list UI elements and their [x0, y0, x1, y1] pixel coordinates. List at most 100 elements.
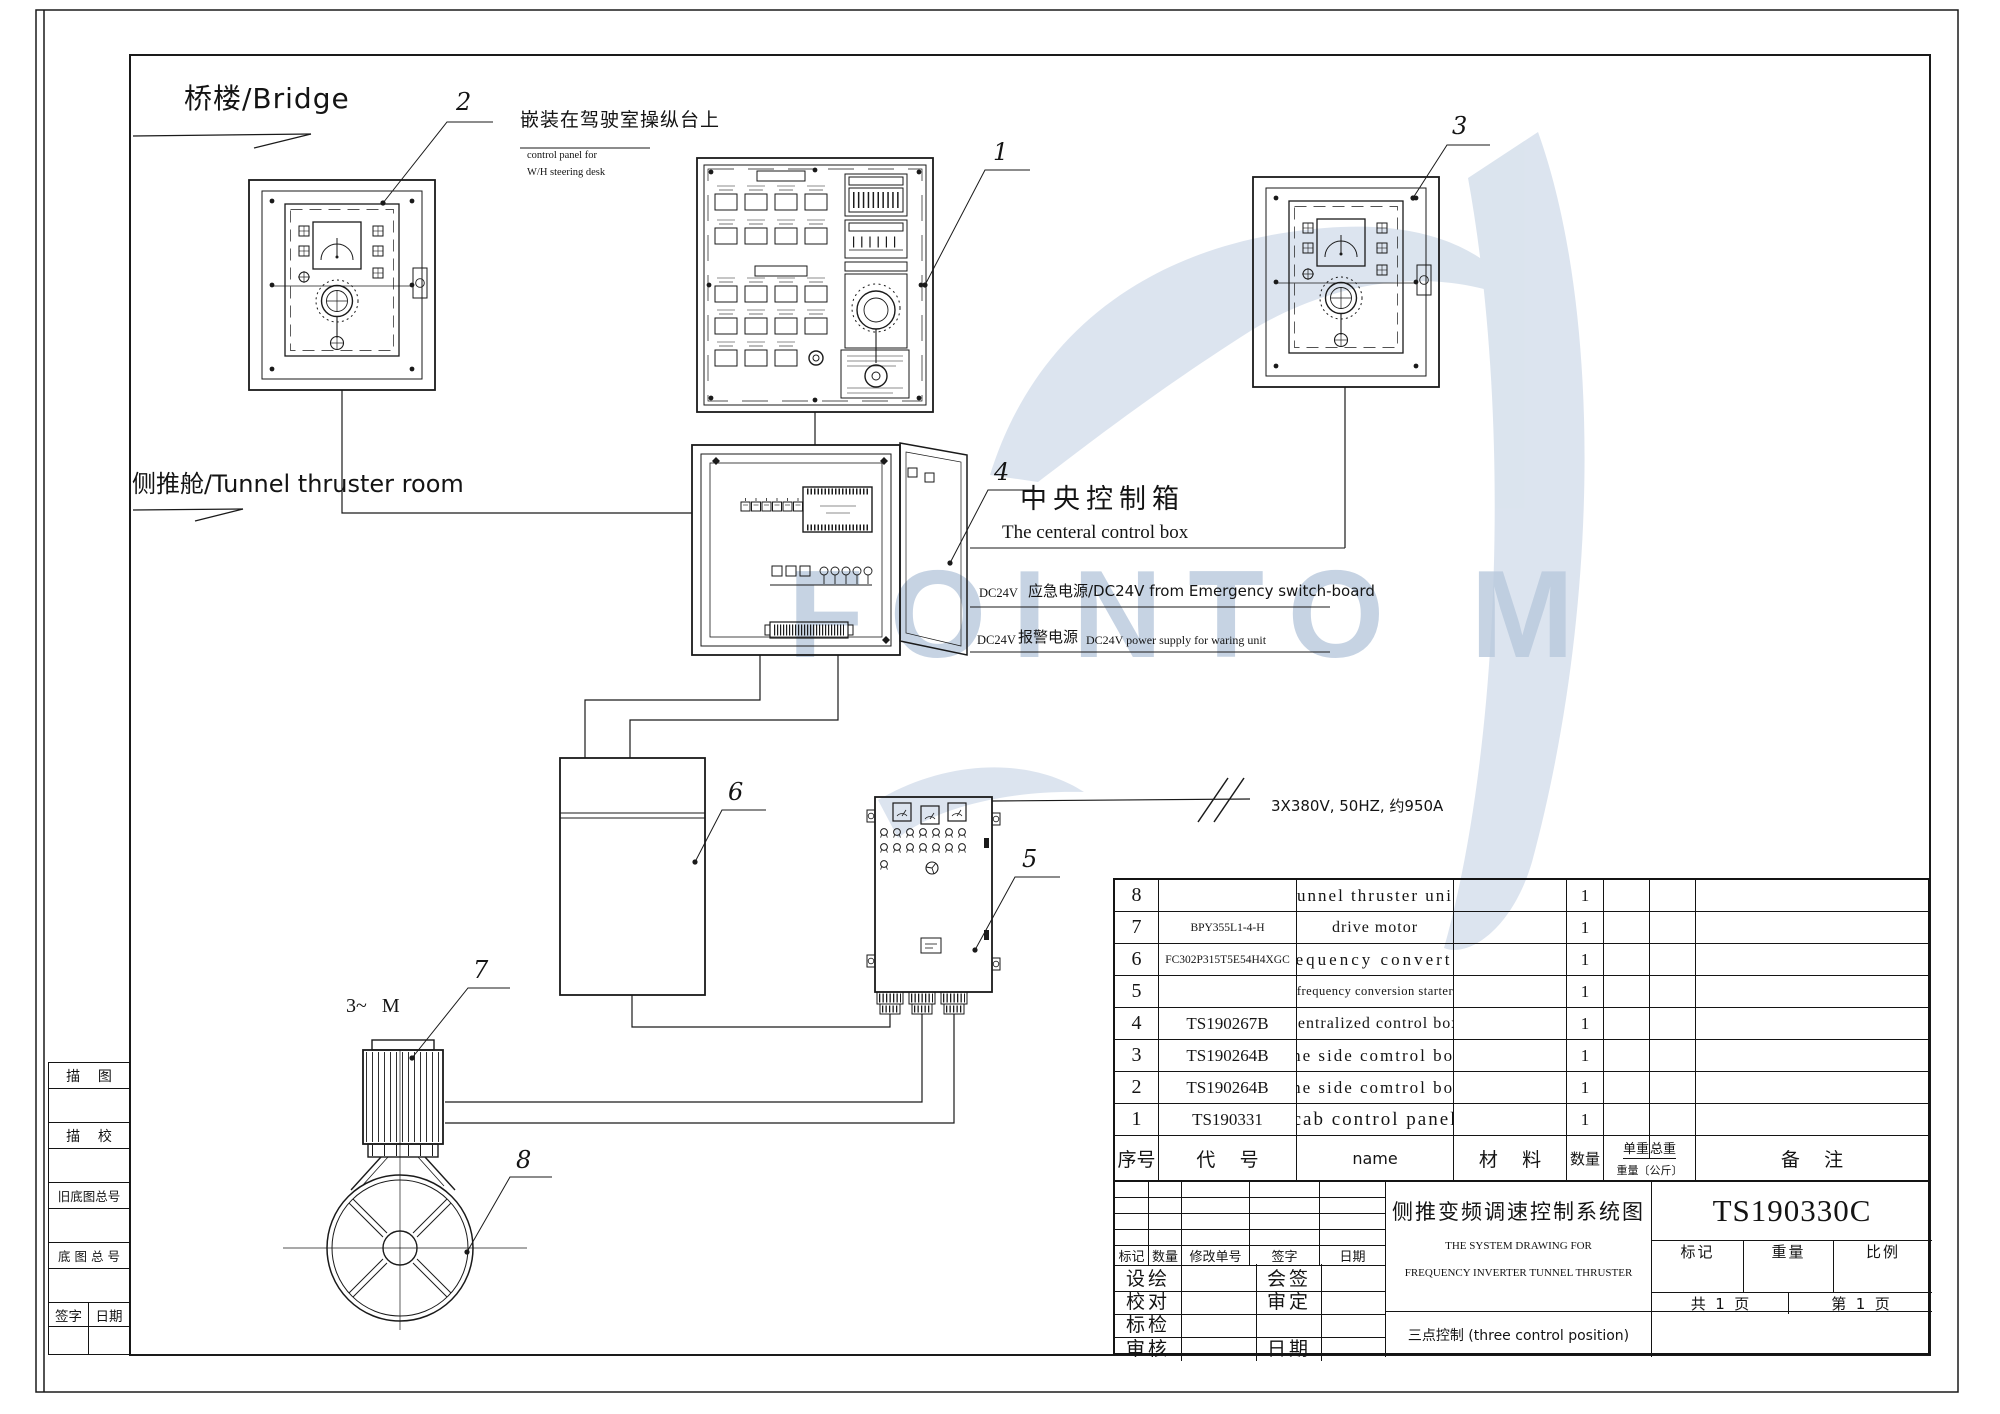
bom-code: BPY355L1-4-H	[1159, 912, 1297, 944]
page-count-row: 共 1 页 第 1 页	[1652, 1292, 1932, 1314]
bom-remark	[1696, 880, 1928, 912]
callout-8: 8	[516, 1146, 532, 1174]
table-header-row: 序号 代 号 name 材 料 数量 单重 总重 重量〔公斤〕 备 注	[1115, 1136, 1928, 1180]
table-row: 1 TS190331 cab control panel 1	[1115, 1104, 1928, 1136]
bom-no: 4	[1115, 1008, 1159, 1040]
bom-name: tunnel thruster unit	[1297, 880, 1454, 912]
bom-total-weight	[1650, 1072, 1696, 1104]
bom-header-total-weight: 总重	[1650, 1141, 1677, 1157]
bom-qty: 1	[1567, 1040, 1604, 1072]
bom-qty: 1	[1567, 1008, 1604, 1040]
callout-6: 6	[728, 778, 744, 806]
bom-unit-weight	[1604, 976, 1650, 1008]
bom-qty: 1	[1567, 912, 1604, 944]
bom-material	[1454, 912, 1567, 944]
bom-unit-weight	[1604, 1040, 1650, 1072]
title-block-title-section: 侧推变频调速控制系统图 THE SYSTEM DRAWING FOR FREQU…	[1385, 1182, 1652, 1357]
bom-name: cab control panel	[1297, 1104, 1454, 1136]
bom-no: 7	[1115, 912, 1159, 944]
table-row: 8 tunnel thruster unit 1	[1115, 880, 1928, 912]
bom-material	[1454, 976, 1567, 1008]
bom-qty: 1	[1567, 1104, 1604, 1136]
bom-unit-weight	[1604, 880, 1650, 912]
bom-unit-weight	[1604, 1008, 1650, 1040]
bom-code: TS190264B	[1159, 1040, 1297, 1072]
bom-material	[1454, 1008, 1567, 1040]
bom-remark	[1696, 1008, 1928, 1040]
bom-material	[1454, 1040, 1567, 1072]
callout-leaders	[380, 121, 1490, 1255]
power-supply-label: 3X380V, 50HZ, 约950A	[1271, 797, 1444, 815]
side-control-box-2	[249, 180, 435, 390]
bom-material	[1454, 1072, 1567, 1104]
bom-remark	[1696, 944, 1928, 976]
bom-header-qty: 数量	[1567, 1136, 1604, 1180]
bom-code: TS190331	[1159, 1104, 1297, 1136]
table-row: 5 frequency conversion starter 1	[1115, 976, 1928, 1008]
bom-material	[1454, 944, 1567, 976]
bom-no: 8	[1115, 880, 1159, 912]
drawing-title-en1: THE SYSTEM DRAWING FOR	[1445, 1240, 1592, 1252]
bom-no: 5	[1115, 976, 1159, 1008]
table-row: 7 BPY355L1-4-H drive motor 1	[1115, 912, 1928, 944]
dc24v-alarm-label: DC24V	[977, 633, 1016, 647]
margin-sign-date: 签字日期	[49, 1303, 129, 1327]
sign-row: 设绘 会签	[1115, 1264, 1385, 1292]
side-control-box-3	[1253, 177, 1439, 387]
dc24v-alarm-text-cn: 报警电源	[1018, 628, 1079, 646]
connection-wires	[341, 387, 1346, 1124]
sign-row: 审核 日期	[1115, 1333, 1385, 1361]
table-row: 6 FC302P315T5E54H4XGC frequency converte…	[1115, 944, 1928, 976]
bom-header-material: 材 料	[1454, 1136, 1567, 1180]
bom-remark	[1696, 912, 1928, 944]
bom-qty: 1	[1567, 880, 1604, 912]
bom-no: 3	[1115, 1040, 1159, 1072]
mount-note-en1: control panel for	[527, 150, 597, 161]
tunnel-room-label: 侧推舱/Tunnel thruster room	[132, 470, 464, 498]
control-position-note: 三点控制 (three control position)	[1386, 1311, 1651, 1357]
bom-header-weight: 单重 总重 重量〔公斤〕	[1604, 1136, 1696, 1180]
callout-2: 2	[456, 88, 472, 116]
tunnel-room-arrow	[132, 508, 244, 522]
bom-remark	[1696, 1040, 1928, 1072]
tunnel-thruster	[283, 1050, 527, 1330]
bom-header-unit-weight: 单重	[1623, 1136, 1650, 1158]
callout-1: 1	[993, 138, 1009, 166]
dc24v-alarm-text-en: DC24V power supply for waring unit	[1086, 633, 1267, 647]
bom-name: centralized control box	[1297, 1008, 1454, 1040]
cab-control-panel	[696, 157, 934, 413]
bom-unit-weight	[1604, 1072, 1650, 1104]
bom-material	[1454, 1104, 1567, 1136]
callout-4: 4	[994, 458, 1010, 486]
bom-code: FC302P315T5E54H4XGC	[1159, 944, 1297, 976]
bom-total-weight	[1650, 912, 1696, 944]
bom-name: the side comtrol box	[1297, 1040, 1454, 1072]
central-box-label-cn: 中央控制箱	[1020, 484, 1185, 515]
drawing-title-en2: FREQUENCY INVERTER TUNNEL THRUSTER	[1404, 1267, 1633, 1279]
bom-total-weight	[1650, 944, 1696, 976]
bom-no: 6	[1115, 944, 1159, 976]
table-row: 3 TS190264B the side comtrol box 1	[1115, 1040, 1928, 1072]
callout-3: 3	[1452, 112, 1468, 140]
margin-trace: 描 图	[49, 1063, 129, 1089]
bom-no: 1	[1115, 1104, 1159, 1136]
mount-note-cn: 嵌装在驾驶室操纵台上	[520, 109, 721, 131]
bom-remark	[1696, 1104, 1928, 1136]
margin-base-no: 底 图 总 号	[49, 1243, 129, 1269]
revision-header-row: 标记 数量 修改单号 签字 日期	[1115, 1246, 1385, 1266]
bridge-label: 桥楼/Bridge	[184, 82, 350, 115]
bom-total-weight	[1650, 1040, 1696, 1072]
title-block-number-section: TS190330C 标记 重量 比例 共 1 页 第 1 页	[1652, 1182, 1932, 1357]
bom-code	[1159, 976, 1297, 1008]
dc24v-emergency-label: DC24V	[979, 586, 1018, 600]
bom-code	[1159, 880, 1297, 912]
central-box-label-en: The centeral control box	[1002, 522, 1189, 543]
bom-qty: 1	[1567, 944, 1604, 976]
callout-5: 5	[1022, 845, 1038, 873]
bom-material	[1454, 880, 1567, 912]
frequency-conversion-starter	[866, 796, 1001, 1014]
bom-code: TS190264B	[1159, 1072, 1297, 1104]
title-block: 标记 数量 修改单号 签字 日期 设绘 会签 校对 审定 标检 审核 日期	[1113, 1180, 1932, 1361]
